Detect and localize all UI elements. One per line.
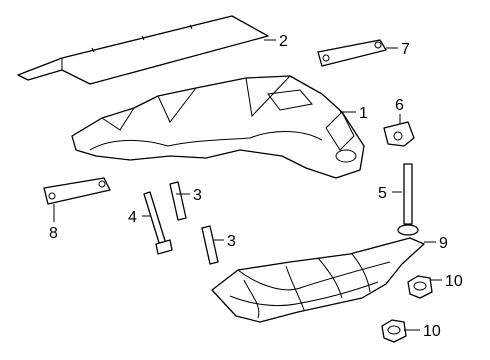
callout-7: 7 (401, 41, 410, 58)
callout-9: 9 (439, 235, 448, 252)
callout-1: 1 (359, 105, 368, 122)
stud-upper (169, 181, 187, 221)
callout-3-upper: 3 (193, 187, 202, 204)
nut-upper (407, 275, 433, 299)
callout-2: 2 (279, 33, 288, 50)
callout-8: 8 (49, 225, 58, 242)
bracket-bar-upper (317, 39, 387, 67)
clip-fastener (383, 121, 415, 147)
nut-lower (381, 319, 407, 343)
callout-4: 4 (128, 209, 137, 226)
callout-3-lower: 3 (227, 233, 236, 250)
callout-6: 6 (395, 97, 404, 114)
callout-5: 5 (378, 185, 387, 202)
callout-10-lower: 10 (423, 323, 441, 340)
bolt-right (397, 163, 419, 236)
leader-lines (53, 39, 442, 331)
exhaust-manifold (71, 75, 365, 179)
heat-shield-upper (17, 15, 269, 85)
bracket-bar-lower (43, 177, 111, 205)
stud-lower (201, 225, 219, 265)
callout-10-upper: 10 (445, 273, 463, 290)
long-bolt (143, 191, 173, 255)
heat-shield-lower (211, 237, 425, 323)
